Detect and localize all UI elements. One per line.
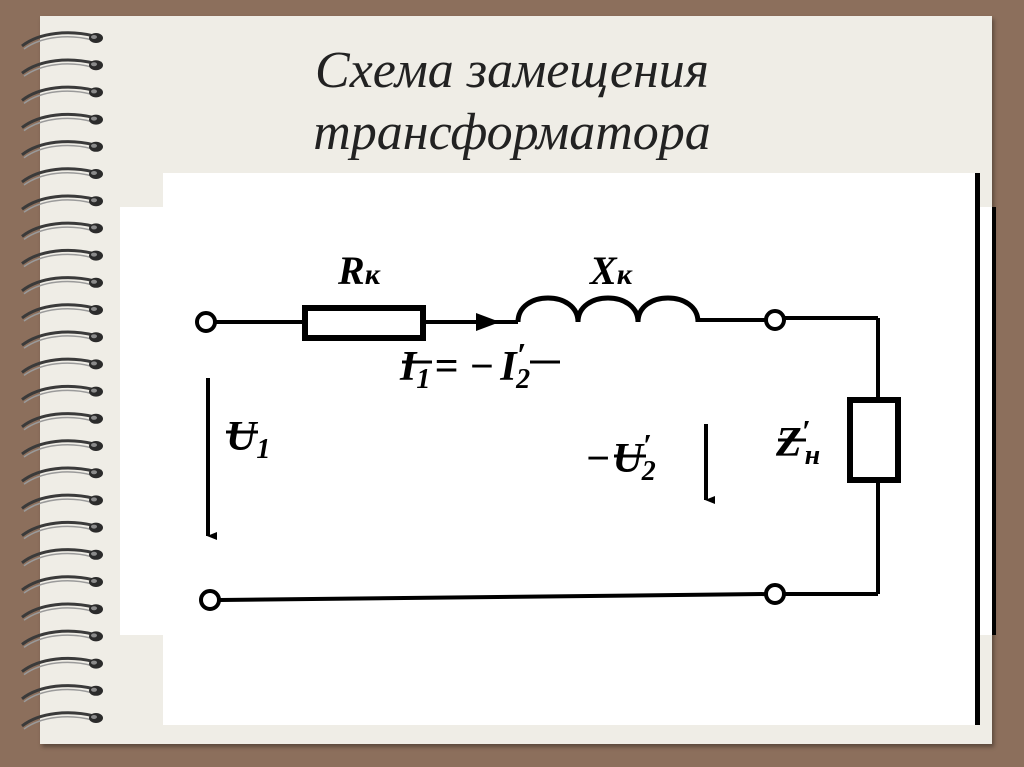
binding-ring xyxy=(21,357,103,377)
title-line-2: трансформатора xyxy=(313,104,711,161)
binding-ring xyxy=(21,602,103,621)
binding-ring xyxy=(21,112,103,132)
binding-ring xyxy=(21,520,103,540)
binding-ring xyxy=(21,711,103,730)
binding-ring xyxy=(21,548,103,567)
terminal-input-top xyxy=(195,311,217,333)
panel-edge-right xyxy=(975,173,980,725)
binding-ring xyxy=(21,330,103,349)
load-label: Z′н xyxy=(775,413,820,471)
terminal-input-bottom xyxy=(199,589,221,611)
binding-ring xyxy=(21,439,103,458)
backing-edge-right xyxy=(992,207,996,635)
binding-ring xyxy=(21,31,103,50)
binding-ring xyxy=(21,303,103,322)
spiral-binding xyxy=(21,31,103,730)
binding-ring xyxy=(21,575,103,594)
current-label: I1= −I′2 xyxy=(399,337,530,395)
diagram-panel xyxy=(163,173,978,725)
binding-ring xyxy=(21,684,103,703)
resistor-rk xyxy=(302,305,426,341)
binding-ring xyxy=(21,493,103,513)
binding-ring xyxy=(21,466,103,485)
resistor-label: Rк xyxy=(337,248,381,293)
current-arrow xyxy=(476,313,500,331)
load-zn xyxy=(847,397,901,483)
title-line-1: Схема замещения xyxy=(315,42,709,99)
binding-ring xyxy=(21,276,103,295)
binding-ring xyxy=(21,194,103,213)
binding-ring xyxy=(21,167,103,186)
binding-ring xyxy=(21,221,103,241)
binding-ring xyxy=(21,656,103,676)
inductor-xk xyxy=(515,295,701,323)
terminal-output-bottom xyxy=(764,583,786,605)
binding-ring xyxy=(21,85,103,105)
binding-ring xyxy=(21,629,103,649)
binding-ring xyxy=(21,248,103,268)
wire-bottom xyxy=(219,592,769,602)
binding-ring xyxy=(21,58,103,77)
reactance-label: Xк xyxy=(588,248,633,293)
output-voltage-label: −U′2 xyxy=(585,427,656,487)
terminal-output-top xyxy=(764,309,786,331)
binding-ring xyxy=(21,412,103,431)
input-voltage-label: U1 xyxy=(226,414,270,465)
binding-ring xyxy=(21,140,103,159)
binding-ring xyxy=(21,384,103,404)
page-title: Схема замещения трансформатора xyxy=(0,40,1024,164)
